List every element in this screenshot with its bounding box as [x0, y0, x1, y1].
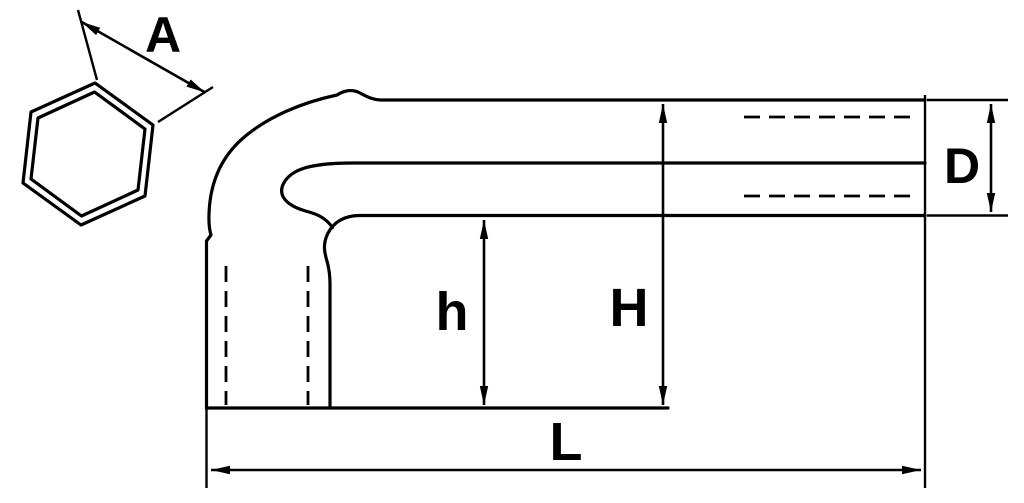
dim-label-A: A [145, 7, 181, 63]
dim-A-arrow-line [81, 20, 206, 94]
dim-label-D: D [944, 138, 980, 194]
wrench-inner-contour [322, 213, 927, 410]
dim-label-H: H [610, 278, 649, 338]
dim-A-extension-line-top [76, 9, 99, 81]
hex-socket-section [21, 81, 155, 227]
wrench-body [204, 88, 927, 410]
hex-inner-outline [29, 90, 147, 218]
dimension-D: D [927, 98, 1008, 217]
dimension-L: L [205, 95, 927, 488]
dim-label-L: L [550, 412, 583, 472]
dim-label-h: h [436, 282, 469, 342]
dimension-h: h [436, 220, 489, 405]
hex-outer-outline [21, 81, 155, 227]
wrench-bend-hook-line [280, 161, 927, 230]
wrench-outer-contour [204, 88, 927, 410]
dimension-H: H [610, 104, 668, 405]
dimension-A: A [76, 7, 214, 124]
